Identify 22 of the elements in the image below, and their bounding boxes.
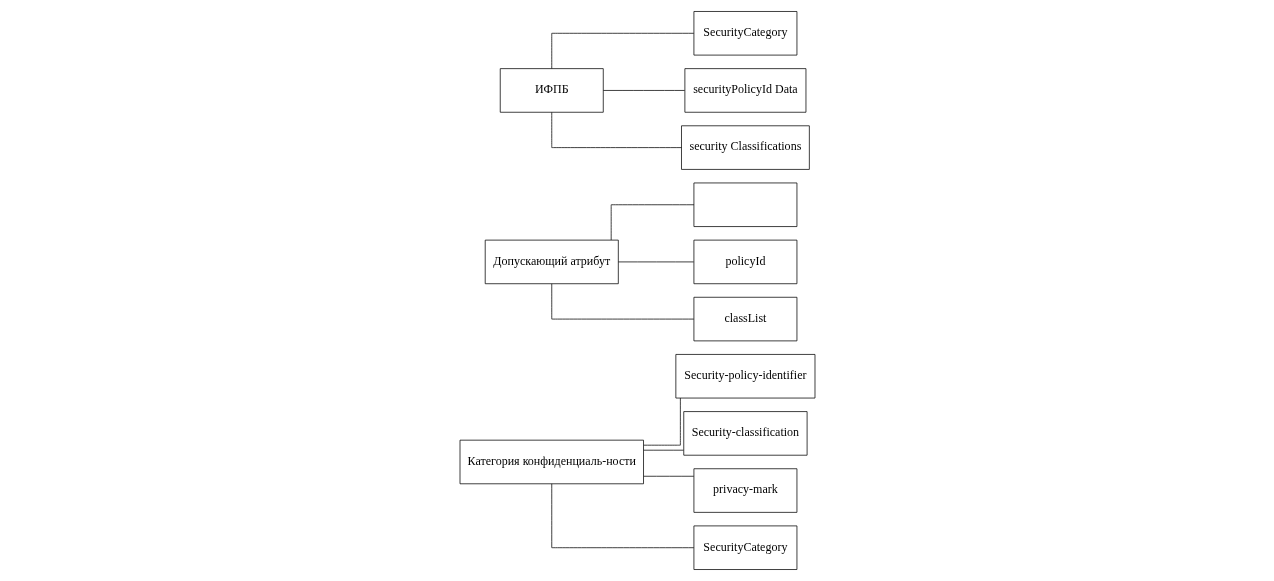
connector — [550, 32, 694, 69]
node-box: Категория конфиденциаль-ности — [459, 439, 644, 485]
connector — [610, 204, 694, 241]
node-box: security Classifications — [680, 125, 810, 170]
connector — [642, 449, 684, 451]
node-box: classList — [693, 296, 797, 342]
node-box: SecurityCategory — [693, 11, 797, 56]
node-box: ИФПБ — [499, 68, 604, 113]
connector — [550, 112, 682, 148]
connector — [550, 483, 694, 549]
connector — [617, 261, 694, 263]
node-box: Security-policy-identifier — [675, 354, 815, 399]
node-box: SecurityCategory — [693, 525, 797, 570]
node-box: securityPolicyId Data — [684, 68, 806, 113]
node-box: privacy-mark — [693, 468, 797, 513]
connector — [602, 90, 685, 91]
node-box: Security-classification — [682, 411, 807, 456]
node-box: Допускающий атрибут — [484, 239, 619, 285]
connector — [643, 397, 681, 446]
node-box — [693, 182, 797, 227]
connector — [642, 475, 694, 477]
node-box: policyId — [693, 239, 797, 285]
